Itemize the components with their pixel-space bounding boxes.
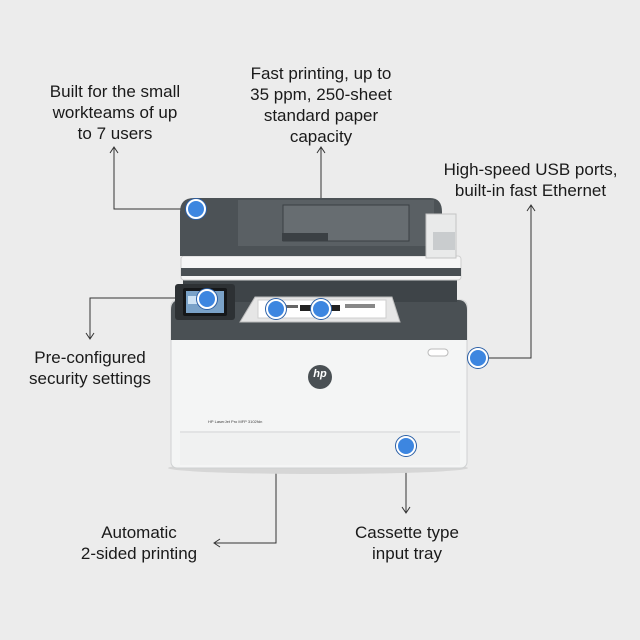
hp-logo: hp [313, 368, 327, 380]
model-label: HP LaserJet Pro MFP 3102fdn [208, 419, 263, 424]
hotspot-cassette[interactable] [396, 436, 416, 456]
hotspot-fast-printing[interactable] [311, 299, 331, 319]
callout-usb: High-speed USB ports, built-in fast Ethe… [443, 160, 618, 200]
hotspot-usb[interactable] [468, 348, 488, 368]
callout-workteams: Built for the small workteams of up to 7… [49, 82, 181, 143]
hotspot-duplex[interactable] [266, 299, 286, 319]
callout-cassette: Cassette type input tray [355, 523, 459, 563]
callout-duplex: Automatic 2-sided printing [80, 523, 198, 563]
callout-security: Pre-configured security settings [29, 348, 151, 388]
callout-fast-printing: Fast printing, up to 35 ppm, 250-sheet s… [250, 64, 392, 146]
hotspot-security[interactable] [197, 289, 217, 309]
hotspot-workteams[interactable] [186, 199, 206, 219]
